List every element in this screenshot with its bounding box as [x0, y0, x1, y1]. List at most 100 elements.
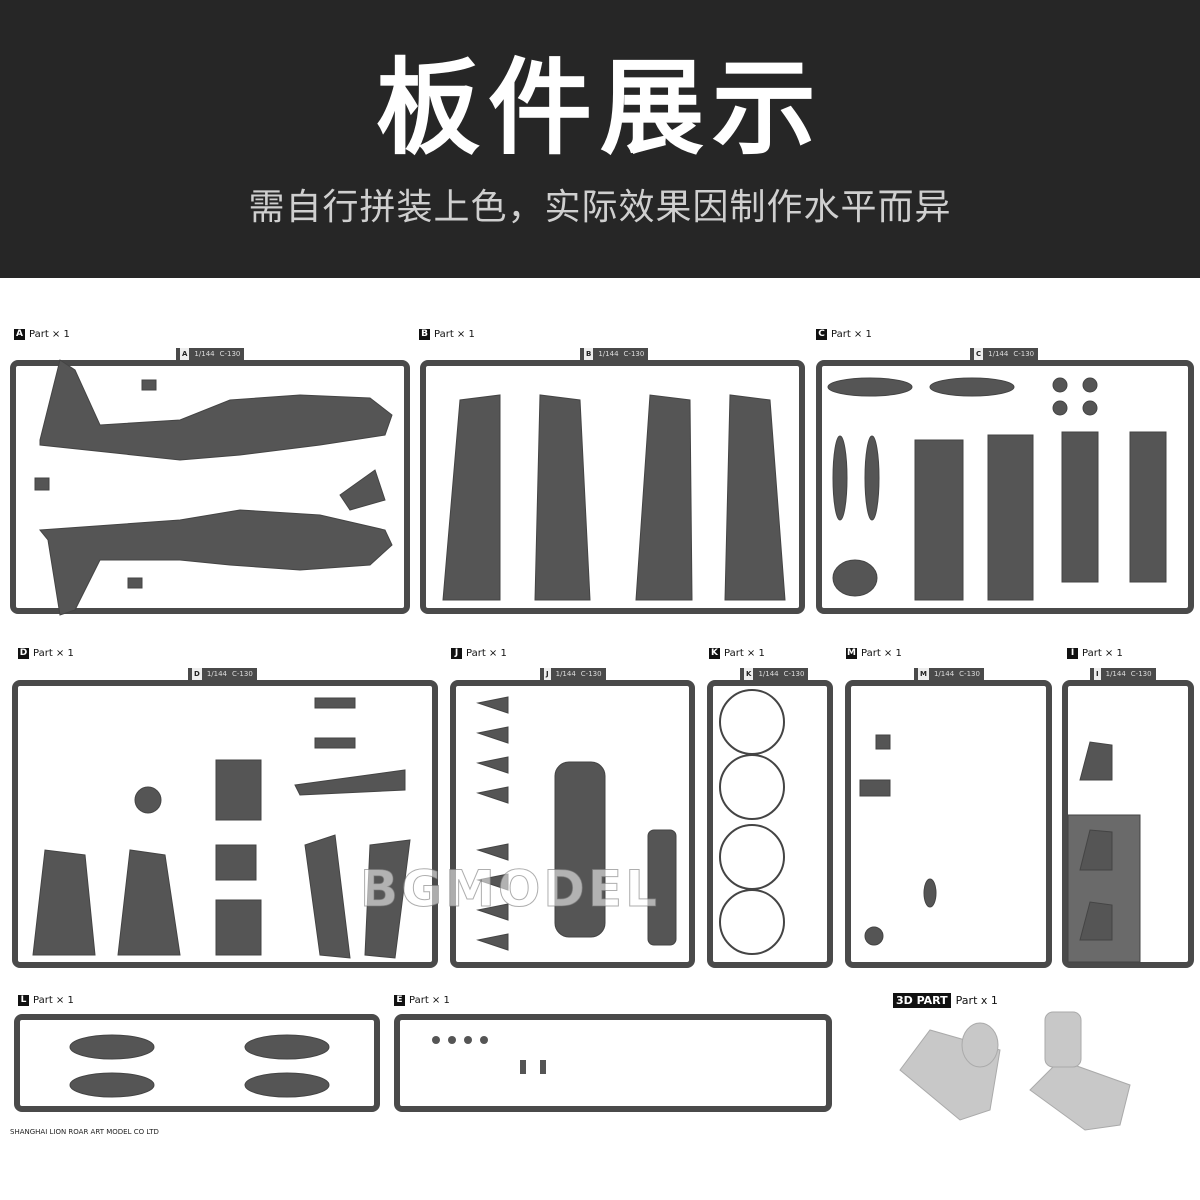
tag-scale: 1/144	[194, 350, 215, 358]
cargo-floor-part	[914, 439, 964, 601]
tag-letter: J	[544, 668, 551, 680]
propeller-hub-part	[476, 903, 509, 921]
tailplane-part	[117, 849, 181, 956]
tag-letter: I	[1094, 668, 1101, 680]
wing-part	[635, 394, 693, 601]
engine-nacelle-part	[647, 829, 677, 946]
flap-part	[294, 769, 406, 796]
sprue-count: Part × 1	[1082, 648, 1123, 659]
propeller-hub-part	[476, 726, 509, 744]
3d-part-tower	[1044, 1011, 1082, 1068]
sprue-count: Part × 1	[466, 648, 507, 659]
sprue-count: Part × 1	[29, 329, 70, 340]
sprue-e-small-part	[540, 1060, 546, 1074]
sprue-m-small-part	[864, 926, 884, 946]
tag-scale: 1/144	[1105, 670, 1126, 678]
sprue-frame-c	[816, 360, 1194, 614]
cockpit-part	[1079, 829, 1113, 871]
wing-part	[534, 394, 591, 601]
cockpit-part	[1079, 901, 1113, 941]
tag-letter: A	[180, 348, 190, 360]
sprue-d-small-part	[314, 737, 356, 749]
tag-letter: C	[974, 348, 984, 360]
sprue-label-j: J Part × 1	[451, 648, 507, 659]
sprue-m-small-part	[859, 779, 891, 797]
propeller-hub-part	[476, 696, 509, 714]
sprue-frame-b	[420, 360, 805, 614]
sprue-letter: M	[846, 648, 857, 659]
cargo-wall-part	[1129, 431, 1167, 583]
tag-code: C-130	[219, 350, 241, 358]
sprue-label-m: M Part × 1	[846, 648, 902, 659]
sprue-label-c: C Part × 1	[816, 329, 872, 340]
3d-part-dome	[961, 1022, 999, 1068]
external-tank-part	[244, 1034, 330, 1060]
sprue-letter: K	[709, 648, 720, 659]
wing-part	[724, 394, 786, 601]
pylon-part	[864, 435, 880, 521]
sprue-e-small-part	[464, 1036, 472, 1044]
external-tank-part	[244, 1072, 330, 1098]
sprue-frame-j	[450, 680, 695, 968]
sprue-frame-i	[1062, 680, 1194, 968]
panel-part	[215, 899, 262, 956]
sprue-letter: C	[816, 329, 827, 340]
external-tank-part	[69, 1034, 155, 1060]
tag-code: C-130	[232, 670, 253, 678]
sprue-e-small-part	[448, 1036, 456, 1044]
radome-part	[134, 786, 162, 814]
wing-part	[442, 394, 501, 601]
tail-fin-part	[339, 469, 386, 511]
3d-part-base	[1029, 1059, 1131, 1131]
propeller-part	[719, 889, 785, 955]
sprue-frame-a	[10, 360, 410, 614]
sprue-letter: J	[451, 648, 462, 659]
cargo-wall-part	[1061, 431, 1099, 583]
sprue-e-small-part	[520, 1060, 526, 1074]
propeller-part	[719, 824, 785, 890]
sprue-a-small-part	[141, 379, 157, 391]
wheel-part	[1082, 400, 1098, 416]
tag-code: C-130	[580, 670, 602, 678]
tag-letter: B	[584, 348, 594, 360]
sprue-count: Part × 1	[409, 995, 450, 1006]
nose-cone-part	[364, 839, 411, 959]
sprue-letter: D	[18, 648, 29, 659]
tag-code: C-130	[1130, 670, 1152, 678]
sprue-e-small-part	[480, 1036, 488, 1044]
propeller-hub-part	[476, 933, 509, 951]
tag-scale: 1/144	[598, 350, 619, 358]
tag-code: C-130	[783, 670, 805, 678]
fuel-tank-part	[929, 377, 1015, 397]
sprue-frame-l	[14, 1014, 380, 1112]
tag-scale: 1/144	[206, 670, 227, 678]
sprue-tag-a: A 1/144 C-130	[176, 348, 245, 360]
pylon-part	[832, 435, 848, 521]
sprue-frame-e	[394, 1014, 832, 1112]
sprue-letter: L	[18, 995, 29, 1006]
sprue-count: Part × 1	[33, 995, 74, 1006]
sprue-count: Part × 1	[831, 329, 872, 340]
sprue-a-small-part	[34, 477, 50, 491]
wheel-part	[1052, 377, 1068, 393]
sprue-letter: B	[419, 329, 430, 340]
propeller-part	[719, 754, 785, 820]
fuselage-half-top	[39, 359, 393, 461]
propeller-part	[719, 689, 785, 755]
tag-scale: 1/144	[988, 350, 1009, 358]
sprue-d-small-part	[314, 697, 356, 709]
tag-scale: 1/144	[758, 670, 779, 678]
sprue-e-small-part	[432, 1036, 440, 1044]
page-subtitle: 需自行拼装上色，实际效果因制作水平而异	[248, 187, 952, 228]
sprue-count: Part × 1	[861, 648, 902, 659]
